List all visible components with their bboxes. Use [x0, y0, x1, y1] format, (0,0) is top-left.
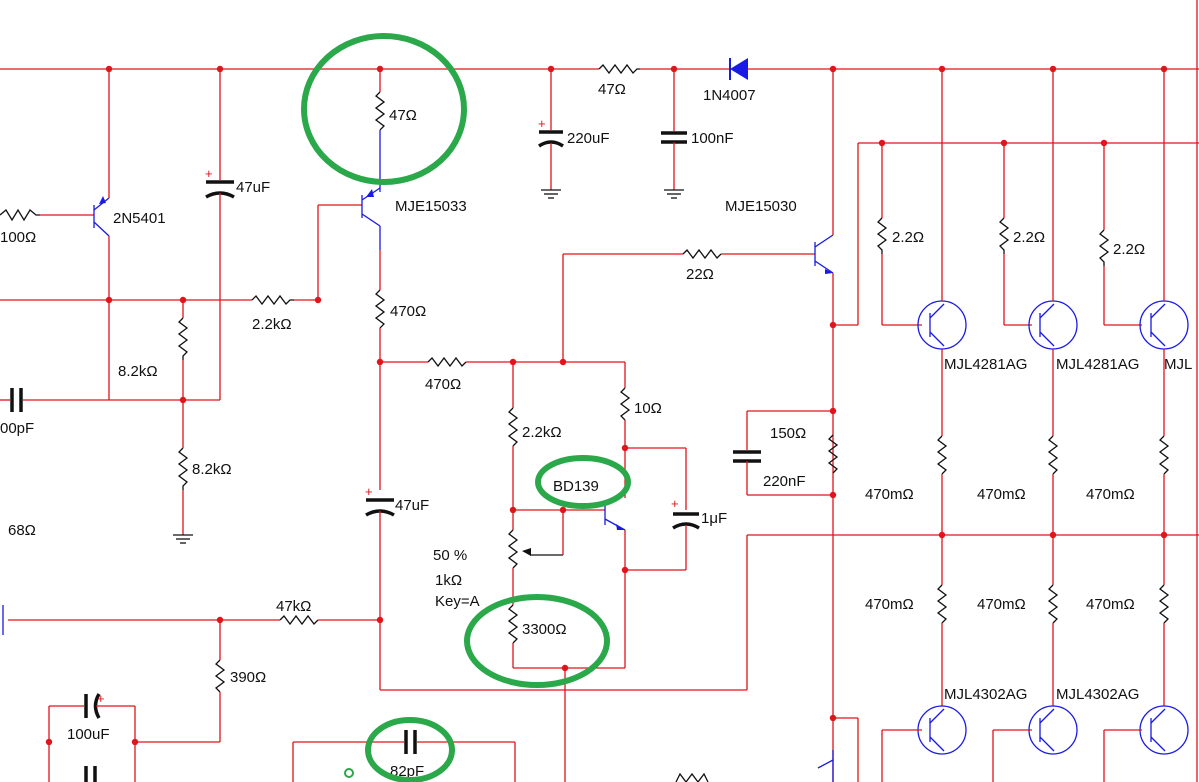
capacitor-47uf-top[interactable]: + 47uF [205, 69, 270, 400]
plus-sign: + [671, 496, 679, 511]
resistor-47-vertical[interactable]: 47Ω [374, 69, 417, 192]
label-470-horiz: 470Ω [425, 376, 461, 393]
label-10ohm: 10Ω [634, 400, 662, 417]
highlight-circle-bd139 [535, 455, 631, 509]
label-2k2-mid: 2.2kΩ [522, 424, 562, 441]
label-r-47-mid: 47Ω [389, 107, 417, 124]
label-2r2-c: 2.2Ω [1113, 241, 1145, 258]
label-47k: 47kΩ [276, 598, 311, 615]
label-mjl4302-b: MJL4302AG [1056, 686, 1139, 703]
resistor-2k2-vbe[interactable]: 2.2kΩ [507, 362, 562, 530]
label-mje15030: MJE15030 [725, 198, 797, 215]
label-mjl4281-b: MJL4281AG [1056, 356, 1139, 373]
label-470m-e: 470mΩ [977, 596, 1026, 613]
label-1uf: 1μF [701, 510, 727, 527]
plus-sign: + [97, 691, 105, 706]
transistor-bottom-driver[interactable] [817, 750, 834, 782]
label-470m-c: 470mΩ [1086, 486, 1135, 503]
label-mjl4281-a: MJL4281AG [944, 356, 1027, 373]
label-8k2-b: 8.2kΩ [192, 461, 232, 478]
label-470m-b: 470mΩ [977, 486, 1026, 503]
plus-sign: + [205, 166, 213, 181]
transistor-bd139[interactable]: BD139 [513, 478, 626, 668]
label-pot-key: Key=A [435, 593, 480, 610]
resistor-390[interactable]: 390Ω [135, 620, 266, 743]
label-220uf: 220uF [567, 130, 610, 147]
resistor-partial-bottom [675, 772, 709, 782]
label-mje15033: MJE15033 [395, 198, 467, 215]
label-82pf: 82pF [390, 763, 424, 780]
resistor-22[interactable]: 22Ω [562, 248, 815, 362]
output-column-a[interactable]: 2.2Ω MJL4281AG 470mΩ 470mΩ MJL4302AG [865, 69, 1027, 782]
resistor-47k[interactable]: 47kΩ [2, 598, 380, 635]
resistor-8k2-pair[interactable]: 8.2kΩ 8.2kΩ [109, 300, 232, 544]
resistor-10[interactable]: 10Ω [619, 362, 686, 498]
label-2k2-top: 2.2kΩ [252, 316, 292, 333]
resistor-47-horizontal[interactable]: 47Ω [598, 63, 640, 98]
diode-1n4007[interactable]: 1N4007 [703, 58, 756, 104]
capacitor-1uf[interactable]: + 1μF [625, 448, 727, 571]
output-column-c[interactable]: 2.2Ω MJL 470mΩ 470mΩ [1086, 69, 1192, 782]
label-bd139: BD139 [553, 478, 599, 495]
junction-dots [45, 65, 1168, 746]
label-mjl4302-a: MJL4302AG [944, 686, 1027, 703]
resistor-470-horizontal[interactable]: 470Ω [380, 356, 625, 393]
capacitor-100uf[interactable]: + 100uF [48, 691, 136, 782]
transistor-mje15033[interactable]: MJE15033 [361, 187, 467, 290]
label-470m-a: 470mΩ [865, 486, 914, 503]
capacitor-47uf-mid[interactable]: + 47uF [365, 484, 429, 690]
plus-sign: + [365, 484, 373, 499]
label-470m-f: 470mΩ [1086, 596, 1135, 613]
label-2n5401: 2N5401 [113, 210, 166, 227]
label-2r2-b: 2.2Ω [1013, 229, 1045, 246]
label-68ohm: 68Ω [8, 522, 36, 539]
capacitor-220uf[interactable]: + 220uF [538, 69, 610, 199]
label-100pf: 00pF [0, 420, 34, 437]
zobel-network[interactable]: 150Ω 220nF [733, 410, 839, 496]
label-100ohm: 100Ω [0, 229, 36, 246]
label-pot-value: 1kΩ [435, 572, 462, 589]
highlight-annotations [301, 33, 631, 782]
output-bus [380, 142, 1199, 782]
capacitor-82pf[interactable]: 82pF [292, 730, 516, 782]
transistor-2n5401[interactable]: 2N5401 100Ω [0, 69, 166, 400]
plus-sign: + [538, 116, 546, 131]
label-470-vert: 470Ω [390, 303, 426, 320]
label-390: 390Ω [230, 669, 266, 686]
label-22ohm: 22Ω [686, 266, 714, 283]
label-1n4007: 1N4007 [703, 87, 756, 104]
label-100uf: 100uF [67, 726, 110, 743]
resistor-470-vertical[interactable]: 470Ω [374, 289, 426, 490]
label-47uf-mid: 47uF [395, 497, 429, 514]
potentiometer-1k[interactable]: 50 % 1kΩ Key=A [433, 510, 564, 610]
label-3300: 3300Ω [522, 621, 567, 638]
highlight-circle-47ohm [301, 33, 467, 185]
output-column-b[interactable]: 2.2Ω MJL4281AG 470mΩ 470mΩ MJL4302AG [977, 69, 1139, 782]
label-100nf: 100nF [691, 130, 734, 147]
label-pot-percent: 50 % [433, 547, 467, 564]
label-47uf-top: 47uF [236, 179, 270, 196]
highlight-circle-3300ohm [464, 594, 610, 688]
capacitor-100pf[interactable]: 00pF [0, 388, 109, 437]
transistor-mje15030[interactable]: MJE15030 [725, 69, 834, 782]
label-mjl4281-c: MJL [1164, 356, 1192, 373]
highlight-circle-82pf [365, 717, 455, 782]
label-8k2-a: 8.2kΩ [118, 363, 158, 380]
resistor-2k2-horizontal[interactable]: 2.2kΩ [0, 204, 362, 333]
label-2r2-a: 2.2Ω [892, 229, 924, 246]
resistor-3300[interactable]: 3300Ω [507, 604, 625, 782]
label-470m-d: 470mΩ [865, 596, 914, 613]
label-150ohm: 150Ω [770, 425, 806, 442]
capacitor-100nf[interactable]: 100nF [661, 69, 734, 199]
label-220nf: 220nF [763, 473, 806, 490]
label-r-47-top: 47Ω [598, 81, 626, 98]
